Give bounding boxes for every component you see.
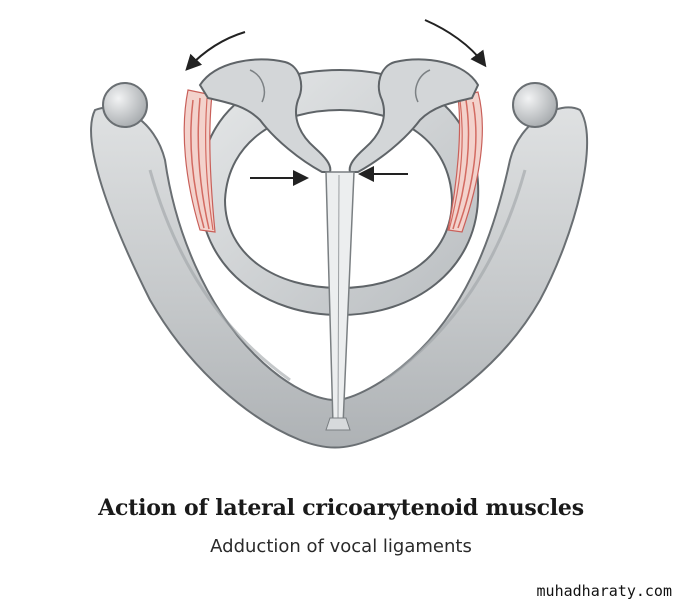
watermark: muhadharaty.com	[536, 582, 672, 600]
left-lateral-cricoarytenoid-muscle	[183, 89, 216, 233]
left-arytenoid-cartilage	[198, 58, 332, 173]
curved-arrow-icon	[424, 19, 487, 68]
right-lateral-cricoarytenoid-muscle	[447, 91, 483, 233]
larynx-illustration	[90, 19, 589, 449]
left-superior-horn	[102, 82, 148, 128]
caption-title: Action of lateral cricoarytenoid muscles	[98, 495, 584, 521]
thyroid-cartilage	[90, 106, 589, 449]
vocal-ligaments	[325, 171, 355, 431]
right-superior-horn	[512, 82, 558, 128]
curved-arrow-icon	[185, 31, 246, 71]
right-arytenoid-cartilage	[348, 58, 480, 173]
caption-subtitle: Adduction of vocal ligaments	[210, 536, 472, 557]
